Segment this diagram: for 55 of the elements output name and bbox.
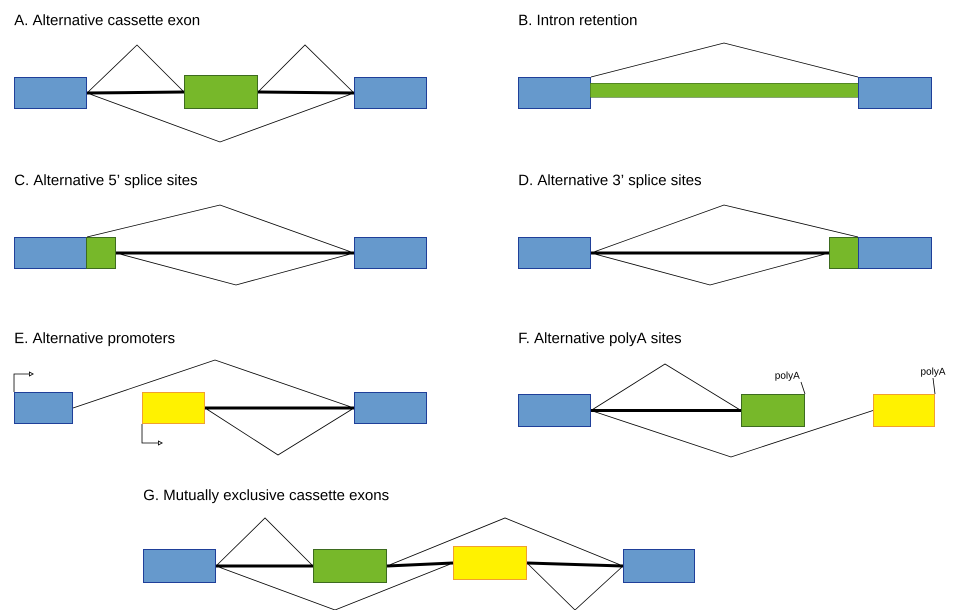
intron-line <box>86 90 184 94</box>
panel-title: C. Alternative 5’ splice sites <box>14 174 198 188</box>
exon-box <box>518 77 591 109</box>
panel-title: F. Alternative polyA sites <box>519 332 682 346</box>
exon-box <box>858 77 932 109</box>
exon-box <box>14 77 87 109</box>
exon-box <box>354 237 427 269</box>
intron-line <box>526 562 624 568</box>
panel-title: G. Mutually exclusive cassette exons <box>144 489 389 504</box>
intron-line <box>591 409 741 412</box>
site-label: polyA <box>775 371 800 381</box>
intron-line <box>116 252 354 254</box>
splice-junction-line <box>204 408 354 456</box>
intron-line <box>205 406 354 410</box>
intron-line <box>591 252 829 254</box>
splice-junction-line <box>216 517 314 566</box>
exon-box <box>14 237 87 269</box>
leader-line <box>932 378 936 394</box>
exon-box <box>623 549 695 583</box>
exon-box <box>518 237 591 269</box>
site-label: polyA <box>921 367 946 377</box>
splice-junction-line <box>590 410 874 458</box>
intron-line <box>216 564 313 568</box>
panel-title: A. Alternative cassette exon <box>14 14 200 26</box>
exon-box <box>184 75 258 109</box>
splice-junction-line <box>590 364 742 411</box>
splice-junction-line <box>258 44 354 94</box>
retained-intron-bar <box>590 83 859 98</box>
exon-box <box>873 394 935 427</box>
exon-box <box>14 392 73 424</box>
panel-title: B. Intron retention <box>519 14 636 26</box>
splice-junction-line <box>86 92 354 142</box>
promoter-arrow <box>14 371 34 392</box>
exon-box <box>313 549 387 583</box>
intron-line <box>258 90 354 94</box>
intron-line <box>386 562 454 568</box>
exon-box <box>354 77 427 109</box>
exon-box <box>741 394 805 427</box>
splice-junction-line <box>526 562 624 610</box>
exon-box <box>354 392 427 424</box>
leader-line <box>800 382 806 394</box>
exon-box <box>829 237 859 269</box>
splice-junction-line <box>86 44 184 94</box>
exon-box <box>518 394 591 427</box>
panel-title: E. Alternative promoters <box>15 332 175 346</box>
exon-box <box>86 237 116 269</box>
exon-box <box>858 237 932 269</box>
exon-box <box>453 546 527 580</box>
splice-junction-line <box>590 252 830 286</box>
panel-title: D. Alternative 3’ splice sites <box>519 174 702 188</box>
exon-box <box>143 549 216 583</box>
splice-junction-line <box>116 252 354 286</box>
exon-box <box>142 392 205 424</box>
splice-junction-line <box>590 42 858 78</box>
splice-junction-line <box>216 562 454 610</box>
